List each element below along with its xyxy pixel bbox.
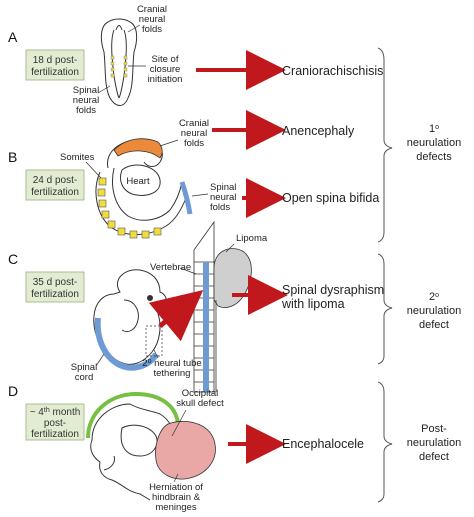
- occipital-skull-green-d: [86, 391, 180, 440]
- cat-primary-1: 1o: [429, 123, 439, 135]
- stage-box-c: [25, 271, 85, 303]
- cranial-folds-orange-b: [113, 138, 163, 159]
- label-c-vertebrae: Vertebrae: [150, 262, 191, 273]
- stage-c-line1: 35 d post-: [33, 277, 77, 288]
- stage-d-line1: ~ 4th month: [30, 407, 81, 419]
- outcome-spinal-dysraphism-2: with lipoma: [281, 297, 345, 311]
- stage-d-line3: fertilization: [31, 429, 79, 440]
- panel-letter-b: B: [8, 149, 17, 165]
- label-b-cranial-3: folds: [184, 138, 204, 149]
- label-d-herniation-2: hindbrain &: [152, 492, 201, 503]
- label-b-spinal-1: Spinal: [210, 182, 236, 193]
- label-a-site-2: closure: [150, 64, 181, 75]
- spinal-folds-blue-b: [179, 181, 193, 215]
- leader-d-occipital: [171, 409, 187, 437]
- leader-a-spinal: [97, 85, 111, 94]
- stage-a-line2: fertilization: [31, 67, 79, 78]
- stage-d-line2: post-: [44, 418, 66, 429]
- stage-a-line1: 18 d post-: [33, 55, 77, 66]
- herniation-pink-d: [155, 421, 216, 480]
- neural-plate-embryo-a: [100, 18, 138, 106]
- embryo-b: [95, 139, 187, 235]
- panel-letter-d: D: [8, 383, 18, 399]
- label-a-spinal-1: Spinal: [73, 85, 99, 96]
- label-a-site-1: Site of: [152, 54, 179, 65]
- leader-c-tether: [153, 349, 159, 359]
- label-a-site-3: initiation: [148, 74, 183, 85]
- label-a-spinal-2: neural: [73, 95, 99, 106]
- bracket-secondary: [377, 253, 393, 365]
- cat-secondary-3: defect: [419, 319, 449, 331]
- label-d-occipital-2: skull defect: [176, 398, 224, 409]
- label-b-spinal-3: folds: [210, 202, 230, 213]
- leader-b-spinal: [191, 193, 209, 197]
- label-d-herniation-1: Herniation of: [149, 482, 203, 493]
- leader-d-herniation: [173, 473, 179, 483]
- leader-b-cranial: [159, 139, 179, 147]
- leader-b-somites: [85, 161, 102, 179]
- cat-primary-3: defects: [416, 151, 452, 163]
- panel-letter-a: A: [8, 29, 18, 45]
- label-a-spinal-3: folds: [76, 105, 96, 116]
- outcome-craniorachischisis: Craniorachischisis: [282, 64, 383, 78]
- stage-box-d: [25, 403, 85, 441]
- stage-box-a: [25, 49, 85, 81]
- label-b-heart: Heart: [126, 176, 150, 187]
- stage-c-line2: fertilization: [31, 289, 79, 300]
- label-b-cranial-1: Cranial: [179, 118, 209, 129]
- outcome-encephalocele: Encephalocele: [282, 437, 364, 451]
- label-c-cord-1: Spinal: [71, 362, 97, 373]
- closure-site-dots-a: [110, 55, 128, 78]
- stage-box-b: [25, 169, 85, 201]
- cat-primary-2: neurulation: [407, 137, 461, 149]
- somites-b: [97, 177, 162, 239]
- label-b-cranial-2: neural: [181, 128, 207, 139]
- leader-c-lipoma: [225, 243, 235, 253]
- label-c-tether-2: tethering: [154, 368, 191, 379]
- panel-letter-c: C: [8, 251, 18, 267]
- outcome-spinal-dysraphism-1: Spinal dysraphism: [282, 283, 384, 297]
- label-d-herniation-3: meninges: [155, 502, 196, 513]
- cat-post-1: Post-: [421, 423, 447, 435]
- bracket-primary: [377, 47, 393, 243]
- leader-c-cord: [95, 353, 105, 367]
- label-c-cord-2: cord: [75, 372, 93, 383]
- label-b-somites: Somites: [60, 152, 95, 163]
- leader-a-cranial: [127, 24, 141, 33]
- cat-post-2: neurulation: [407, 437, 461, 449]
- bracket-post: [377, 381, 393, 503]
- cat-post-3: defect: [419, 451, 449, 463]
- label-a-cranial-2: neural: [139, 14, 165, 25]
- lipoma-c: [213, 248, 252, 308]
- label-b-spinal-2: neural: [210, 192, 236, 203]
- arrow-c-zoom: [148, 289, 204, 342]
- label-c-lipoma: Lipoma: [236, 233, 268, 244]
- label-a-cranial-1: Cranial: [137, 4, 167, 15]
- outcome-open-spina-bifida: Open spina bifida: [282, 191, 379, 205]
- leader-c-vertebrae: [179, 267, 197, 275]
- cat-secondary-1: 2o: [429, 291, 439, 303]
- spinal-cord-blue-c: [94, 317, 159, 371]
- outcome-anencephaly: Anencephaly: [282, 124, 355, 138]
- cat-secondary-2: neurulation: [407, 305, 461, 317]
- stage-b-line2: fertilization: [31, 187, 79, 198]
- label-c-tether-1: 2o neural tube: [142, 358, 201, 370]
- label-d-occipital-1: Occipital: [182, 388, 218, 399]
- stage-b-line1: 24 d post-: [33, 175, 77, 186]
- label-a-cranial-3: folds: [142, 24, 162, 35]
